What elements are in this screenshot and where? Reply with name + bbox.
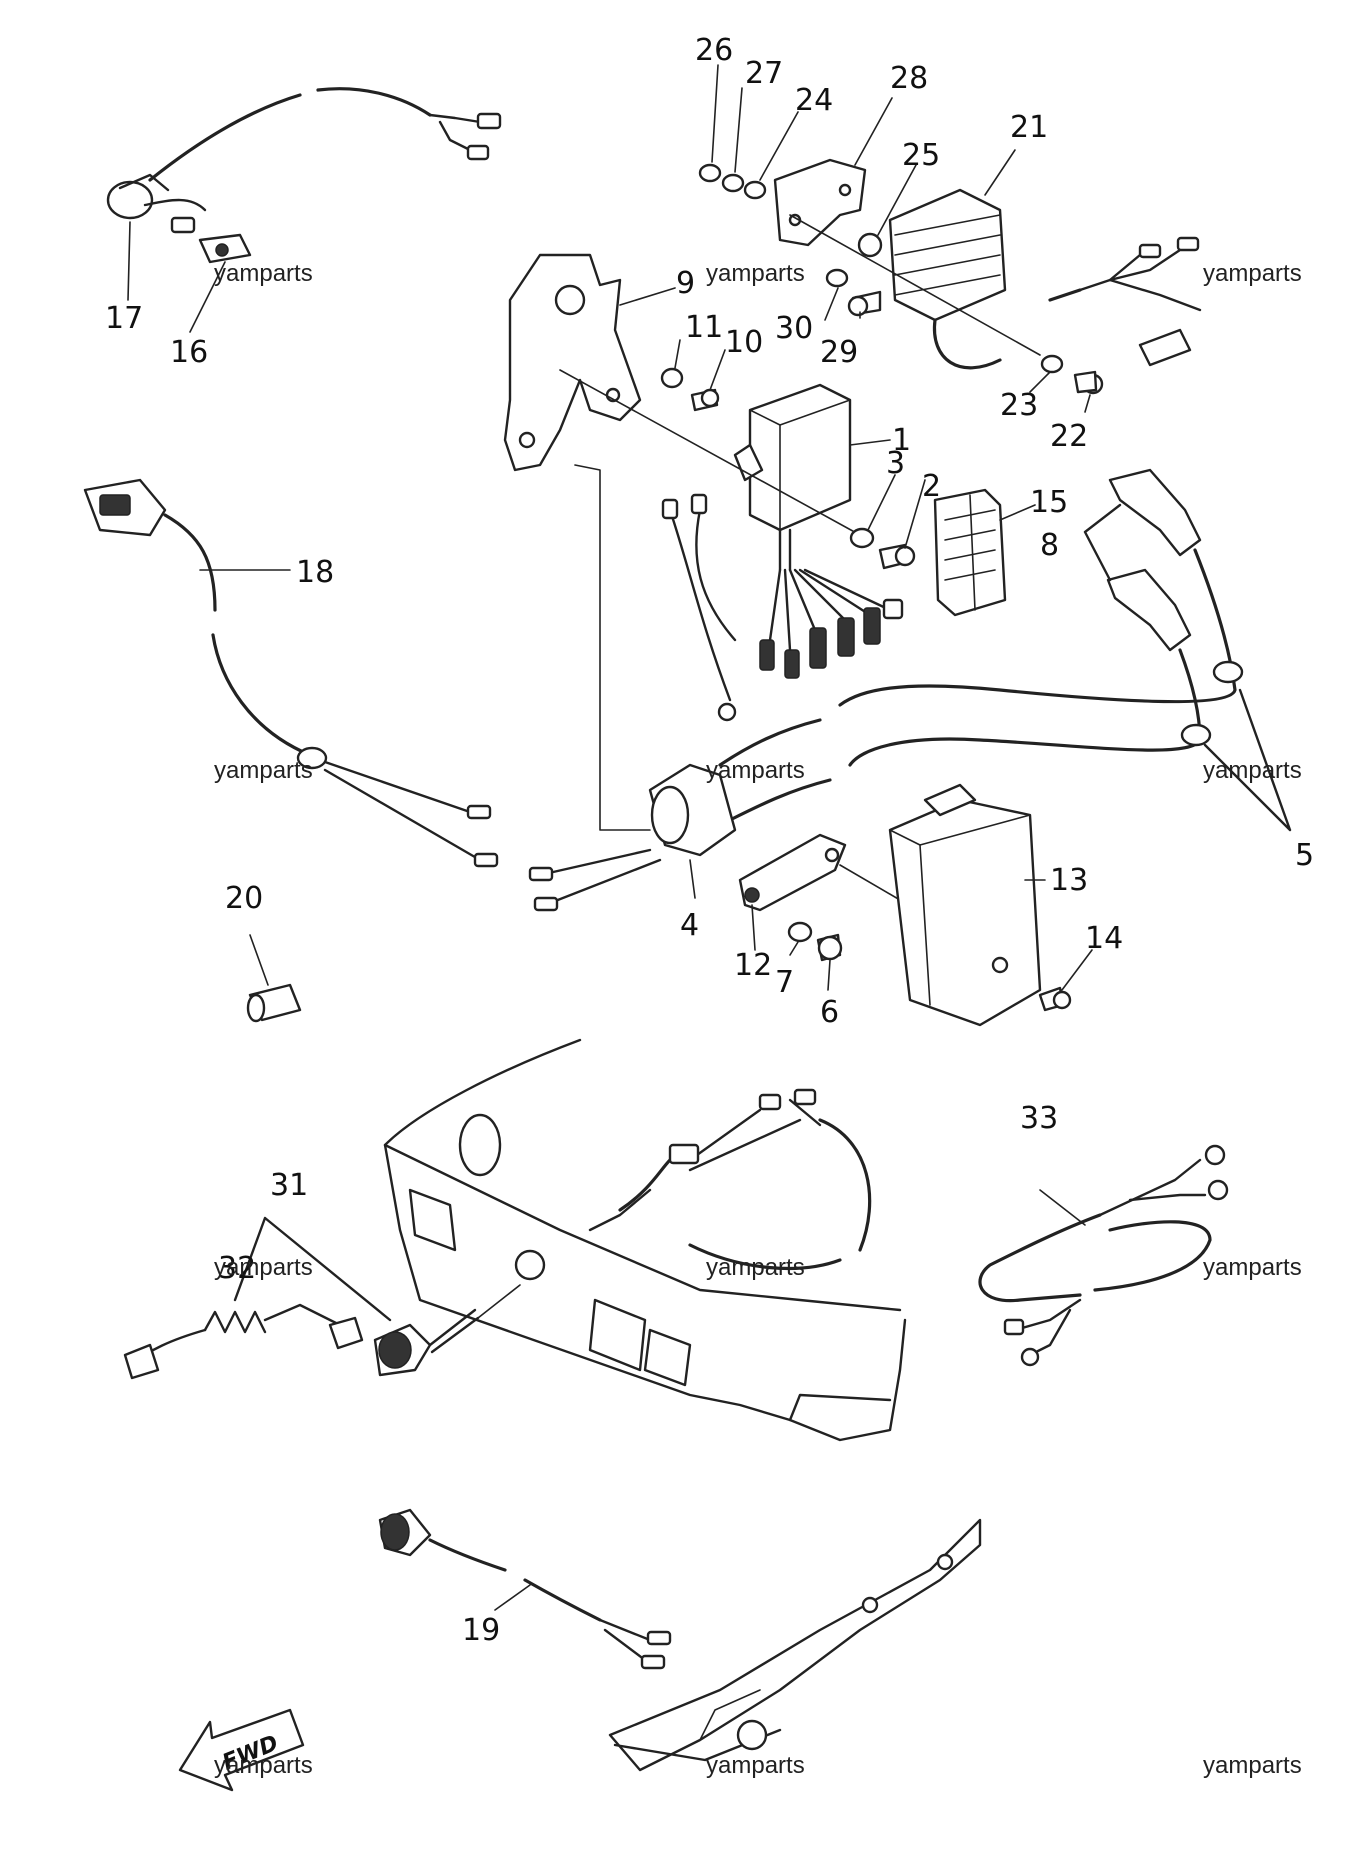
- callout-15: 15: [1030, 485, 1068, 520]
- watermark: yamparts: [1203, 1254, 1302, 1281]
- watermark: yamparts: [706, 757, 805, 784]
- watermark: yamparts: [214, 1254, 313, 1281]
- callout-7: 7: [775, 965, 794, 1000]
- callout-6: 6: [820, 995, 839, 1030]
- assembly-axis-coil: [574, 464, 651, 831]
- leader-33: [1039, 1189, 1086, 1226]
- pressure-switch-16: [170, 216, 252, 264]
- sensor-lead-17: [106, 87, 502, 220]
- leader-20: [249, 934, 269, 986]
- lower-bracket: [608, 1518, 982, 1772]
- callout-9: 9: [676, 266, 695, 301]
- bottom-cowling: [383, 1038, 907, 1442]
- callout-27: 27: [745, 56, 783, 91]
- cdi-unit-1: [661, 383, 904, 722]
- ignition-coil-4: [528, 763, 737, 912]
- high-tension-leads-5: [718, 548, 1244, 822]
- terminal-block-15: [933, 488, 1007, 617]
- bolt-6: [816, 933, 843, 962]
- nut-24: [743, 180, 767, 200]
- watermark: yamparts: [1203, 757, 1302, 784]
- leader-17: [127, 221, 131, 301]
- callout-14: 14: [1085, 921, 1123, 956]
- callout-17: 17: [105, 301, 143, 336]
- callout-26: 26: [695, 33, 733, 68]
- callout-32: 32: [218, 1251, 256, 1286]
- coil-bracket-12: [738, 833, 847, 912]
- grommet-20: [246, 983, 302, 1023]
- assembly-axis-cdi: [559, 369, 861, 536]
- watermark: yamparts: [214, 1752, 313, 1779]
- watermark: yamparts: [706, 260, 805, 287]
- callout-1: 1: [892, 423, 911, 458]
- bolt-10: [690, 388, 720, 412]
- watermarks: yamparts yamparts yamparts yamparts yamp…: [214, 260, 1302, 1779]
- callout-28: 28: [890, 61, 928, 96]
- callout-30: 30: [775, 311, 813, 346]
- cowling-wiring: [588, 1088, 872, 1271]
- watermark: yamparts: [1203, 260, 1302, 287]
- washer-3: [849, 527, 875, 549]
- callout-5: 5: [1295, 838, 1314, 873]
- bolt-2: [878, 543, 916, 570]
- bracket-9: [503, 253, 642, 472]
- plug-cap-8-upper: [1108, 468, 1202, 557]
- assembly-axis-upper: [789, 214, 1041, 356]
- watermark: yamparts: [706, 1254, 805, 1281]
- callout-11: 11: [685, 310, 723, 345]
- callout-21: 21: [1010, 110, 1048, 145]
- bolt-29: [847, 290, 882, 317]
- leader-5: [1203, 688, 1292, 832]
- harness-33: [978, 1144, 1229, 1367]
- callout-8: 8: [1040, 528, 1059, 563]
- callout-18: 18: [296, 555, 334, 590]
- washer-11: [660, 367, 684, 389]
- plug-cap-8-lower: [1106, 568, 1192, 652]
- callout-2: 2: [922, 469, 941, 504]
- callout-13: 13: [1050, 863, 1088, 898]
- washer-27: [721, 173, 745, 193]
- callout-numbers: 26 27 24 28 21 25 9 30 29 11 10 23 22 17…: [105, 33, 1314, 1648]
- watermark: yamparts: [214, 757, 313, 784]
- screw-14: [1038, 986, 1072, 1012]
- watermark: yamparts: [706, 1752, 805, 1779]
- callout-25: 25: [902, 138, 940, 173]
- callout-12: 12: [734, 948, 772, 983]
- callout-23: 23: [1000, 388, 1038, 423]
- callout-29: 29: [820, 335, 858, 370]
- callout-33: 33: [1020, 1101, 1058, 1136]
- callout-10: 10: [725, 325, 763, 360]
- watermark: yamparts: [1203, 1752, 1302, 1779]
- callout-4: 4: [680, 908, 699, 943]
- callout-20: 20: [225, 881, 263, 916]
- washer-7: [787, 921, 813, 943]
- neutral-switch-lead-19: [378, 1508, 672, 1670]
- washer-30: [825, 268, 849, 288]
- callout-3: 3: [886, 446, 905, 481]
- leader-8: [1083, 503, 1122, 582]
- callout-22: 22: [1050, 419, 1088, 454]
- main-switch-31: [373, 1284, 521, 1377]
- callout-16: 16: [170, 335, 208, 370]
- rectifier-regulator-21: [888, 188, 1202, 370]
- collar-25: [857, 232, 883, 258]
- assembly-axis-cover: [839, 864, 901, 901]
- leader-19: [494, 1584, 531, 1611]
- cover-13: [888, 783, 1042, 1027]
- callout-24: 24: [795, 83, 833, 118]
- spring-32: [123, 1303, 364, 1380]
- callout-leaders: [619, 64, 1093, 991]
- bracket-28: [773, 158, 867, 247]
- nut-26: [698, 163, 722, 183]
- leader-16: [189, 261, 226, 333]
- washer-23: [1040, 354, 1064, 374]
- bolt-22: [1073, 370, 1104, 395]
- leader-31: [233, 1216, 392, 1322]
- stop-switch-lead-18: [83, 478, 499, 868]
- callout-31: 31: [270, 1168, 308, 1203]
- watermark: yamparts: [214, 260, 313, 287]
- callout-19: 19: [462, 1613, 500, 1648]
